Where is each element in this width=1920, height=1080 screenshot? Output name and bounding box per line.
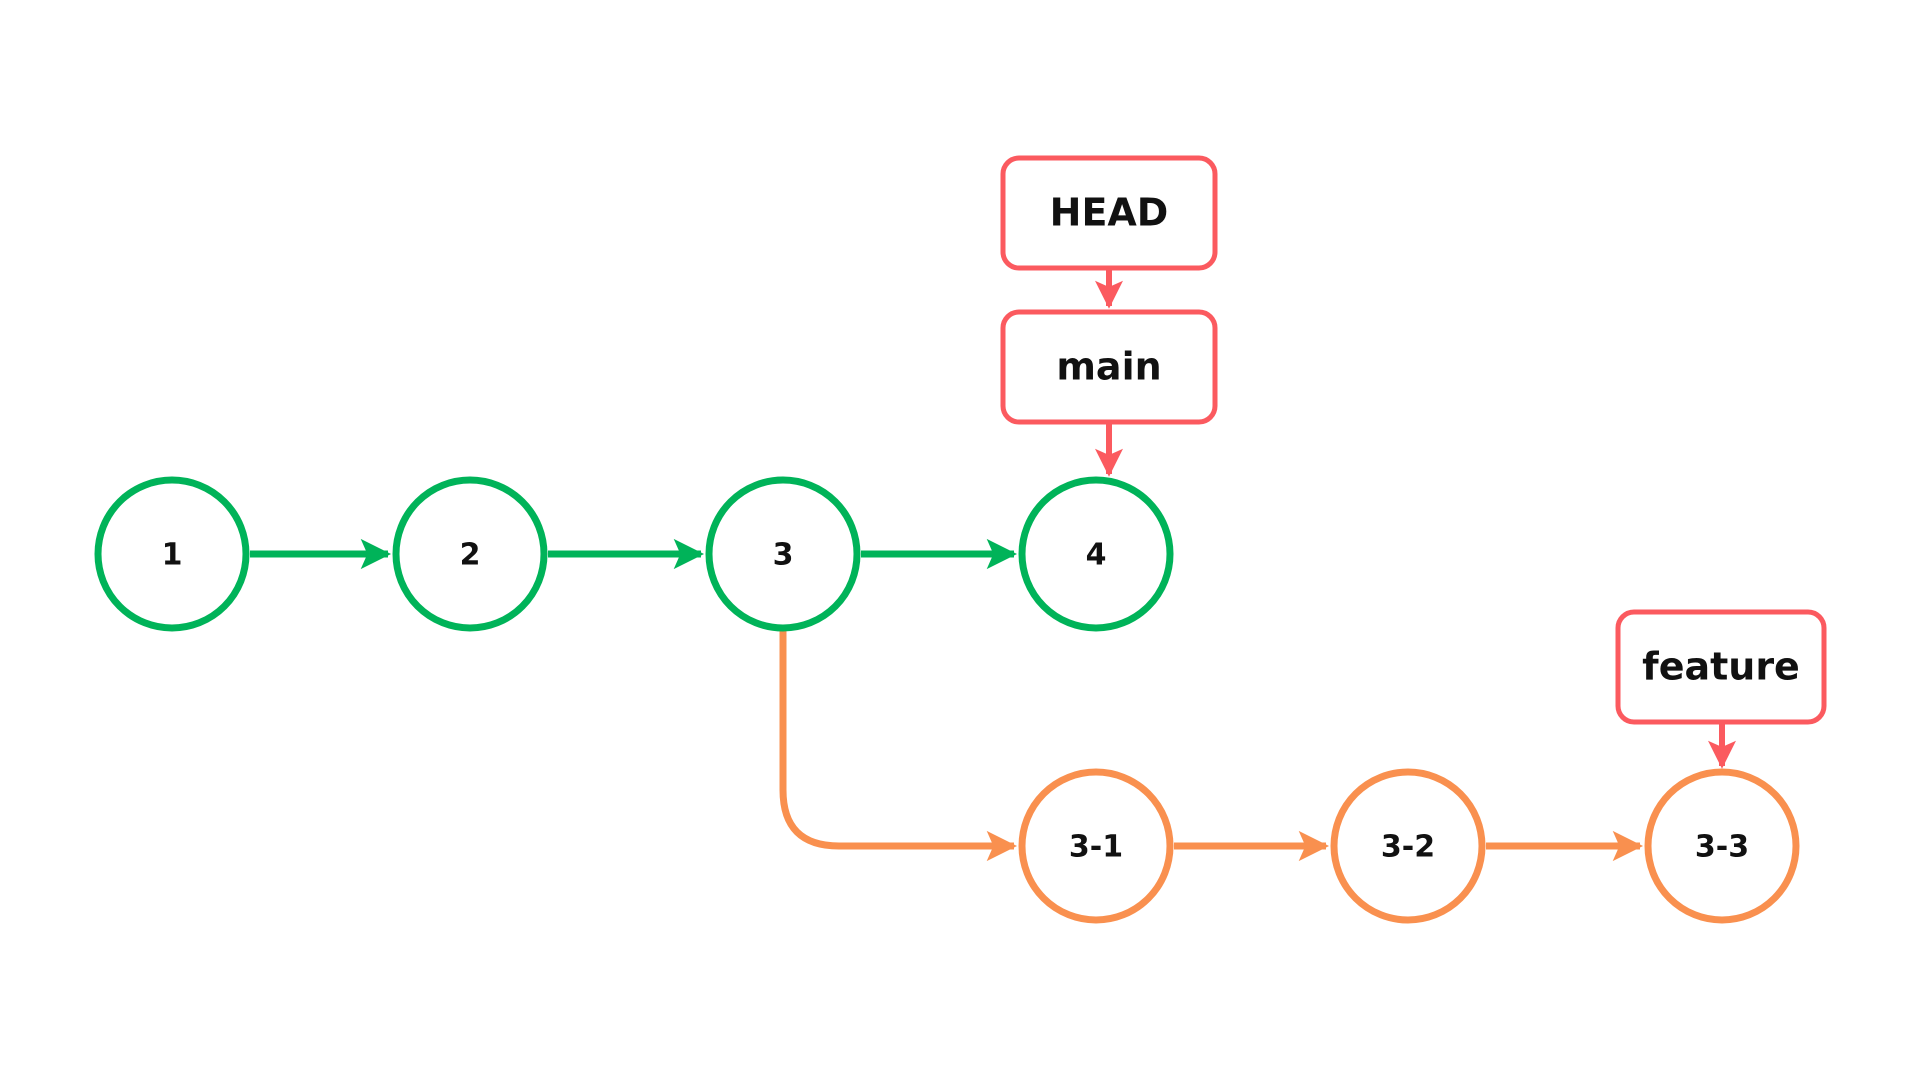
feature-branch-commits: 3-1 3-2 3-3	[1018, 768, 1800, 924]
commit-node-3-3[interactable]: 3-3	[1644, 768, 1800, 924]
commit-node-3[interactable]: 3	[705, 476, 861, 632]
head-label-box[interactable]	[1000, 155, 1218, 271]
main-branch-commits: 1 2 3 4	[94, 476, 1174, 632]
main-label-box[interactable]	[1000, 309, 1218, 425]
commit-label-3-3: 3-3	[1695, 830, 1749, 865]
commit-node-1[interactable]: 1	[94, 476, 250, 632]
ref-labels: HEAD main feature	[1000, 155, 1827, 725]
commit-circle-3-3[interactable]	[1644, 768, 1800, 924]
ref-box-head[interactable]: HEAD	[1000, 155, 1218, 271]
commit-node-4[interactable]: 4	[1018, 476, 1174, 632]
commit-label-2: 2	[460, 538, 481, 573]
commit-label-1: 1	[162, 538, 183, 573]
head-label-text: HEAD	[1050, 191, 1169, 235]
commit-circle-1[interactable]	[94, 476, 250, 632]
commit-circle-3-2[interactable]	[1330, 768, 1486, 924]
main-label-text: main	[1056, 345, 1161, 389]
commit-circle-4[interactable]	[1018, 476, 1174, 632]
commit-label-3-2: 3-2	[1381, 830, 1435, 865]
commit-label-3-1: 3-1	[1069, 830, 1123, 865]
commit-circle-3-1[interactable]	[1018, 768, 1174, 924]
commit-label-3: 3	[773, 538, 794, 573]
feature-label-box[interactable]	[1615, 609, 1827, 725]
ref-box-feature[interactable]: feature	[1615, 609, 1827, 725]
ref-box-main[interactable]: main	[1000, 309, 1218, 425]
commit-node-2[interactable]: 2	[392, 476, 548, 632]
feature-branch-edges	[779, 628, 1644, 862]
commit-circle-2[interactable]	[392, 476, 548, 632]
feature-label-text: feature	[1642, 645, 1800, 689]
commit-node-3-1[interactable]: 3-1	[1018, 768, 1174, 924]
commit-circle-3[interactable]	[705, 476, 861, 632]
commit-label-4: 4	[1086, 538, 1107, 573]
ref-pointer-edges	[1095, 268, 1736, 769]
commit-node-3-2[interactable]: 3-2	[1330, 768, 1486, 924]
edge-3-to-3-1	[779, 628, 1018, 862]
